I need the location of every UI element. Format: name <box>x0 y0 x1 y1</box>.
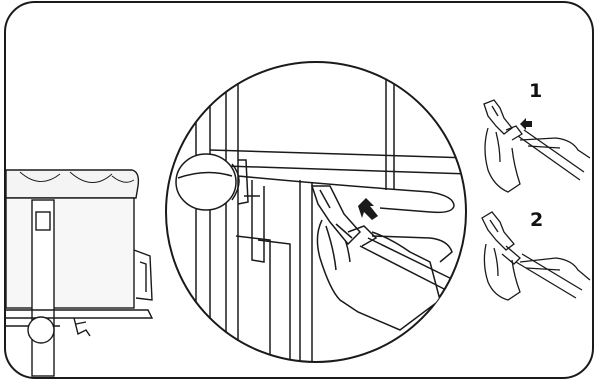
step-1-illustration <box>484 100 590 192</box>
crib-illustration <box>6 170 152 376</box>
crib-base-rail <box>6 310 152 318</box>
crib-mesh-panel <box>6 198 134 308</box>
crib-strap <box>134 250 152 300</box>
step-1-arrow-icon <box>520 118 532 130</box>
magnified-detail <box>166 60 470 372</box>
step-number-2: 2 <box>530 211 543 230</box>
step-number-1: 1 <box>529 82 542 101</box>
crib-clip <box>74 318 90 336</box>
crib-wheel <box>28 317 54 343</box>
